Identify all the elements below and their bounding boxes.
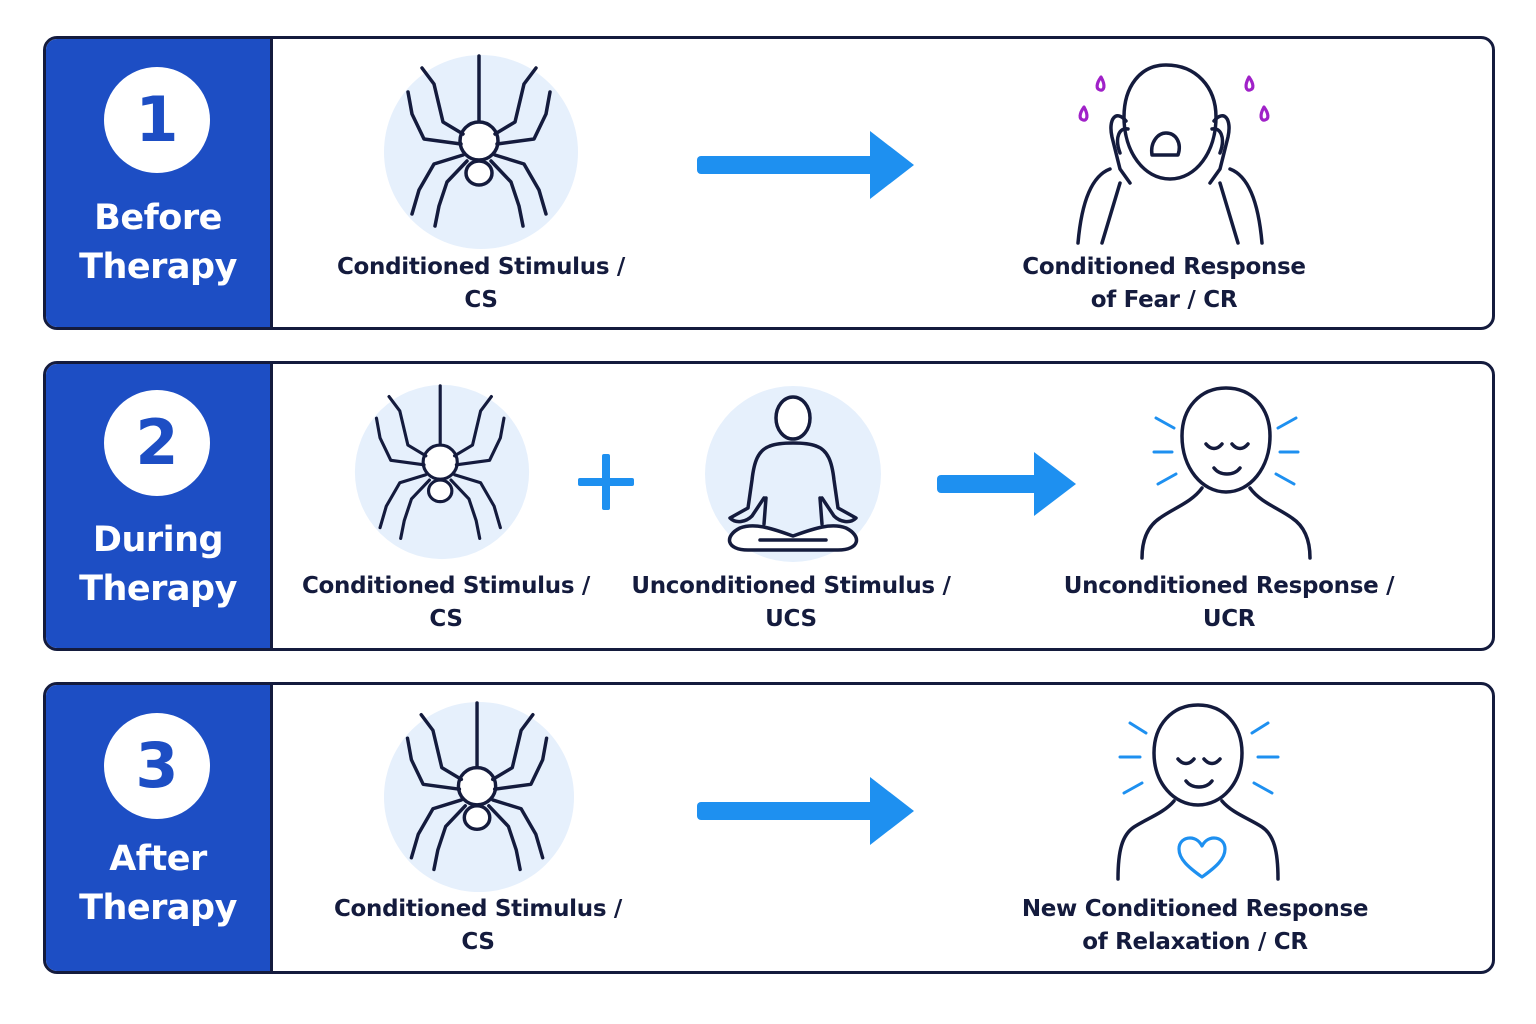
stimulus-label: Conditioned Stimulus / CS: [333, 896, 623, 955]
step-number-badge: 2: [104, 390, 210, 496]
stage-title: After Therapy: [79, 839, 237, 928]
stage-sidebar: 1 Before Therapy: [46, 39, 273, 327]
second-stimulus-label: Unconditioned Stimulus / UCS: [631, 573, 951, 632]
fearful-person-icon: [1068, 57, 1278, 249]
plus-icon: [576, 452, 636, 512]
response-label: Unconditioned Response / UCR: [1063, 573, 1395, 632]
relaxed-person-icon: [1126, 384, 1326, 560]
heart-icon: [1176, 835, 1228, 881]
stage-title: Before Therapy: [79, 198, 237, 287]
stage-sidebar: 2 During Therapy: [46, 364, 273, 648]
panel-before-therapy: 1 Before Therapy Conditioned Stimulus / …: [43, 36, 1495, 330]
arrow-right-icon: [696, 777, 914, 845]
stage-sidebar: 3 After Therapy: [46, 685, 273, 971]
panel-during-therapy: 2 During Therapy Conditioned Stimulus / …: [43, 361, 1495, 651]
arrow-right-icon: [696, 131, 914, 199]
relaxed-person-icon: [1100, 701, 1296, 881]
spider-icon: [354, 384, 530, 560]
spider-icon: [383, 701, 575, 893]
response-label: New Conditioned Response of Relaxation /…: [1021, 896, 1369, 955]
step-number-badge: 1: [104, 67, 210, 173]
stimulus-label: Conditioned Stimulus / CS: [301, 573, 591, 632]
response-label: Conditioned Response of Fear / CR: [1022, 254, 1306, 313]
arrow-right-icon: [936, 452, 1076, 516]
spider-icon: [383, 54, 579, 250]
panel-after-therapy: 3 After Therapy Conditioned Stimulus / C…: [43, 682, 1495, 974]
step-number-badge: 3: [104, 713, 210, 819]
meditating-person-icon: [700, 384, 886, 564]
stimulus-label: Conditioned Stimulus / CS: [336, 254, 626, 313]
stage-title: During Therapy: [79, 520, 237, 609]
